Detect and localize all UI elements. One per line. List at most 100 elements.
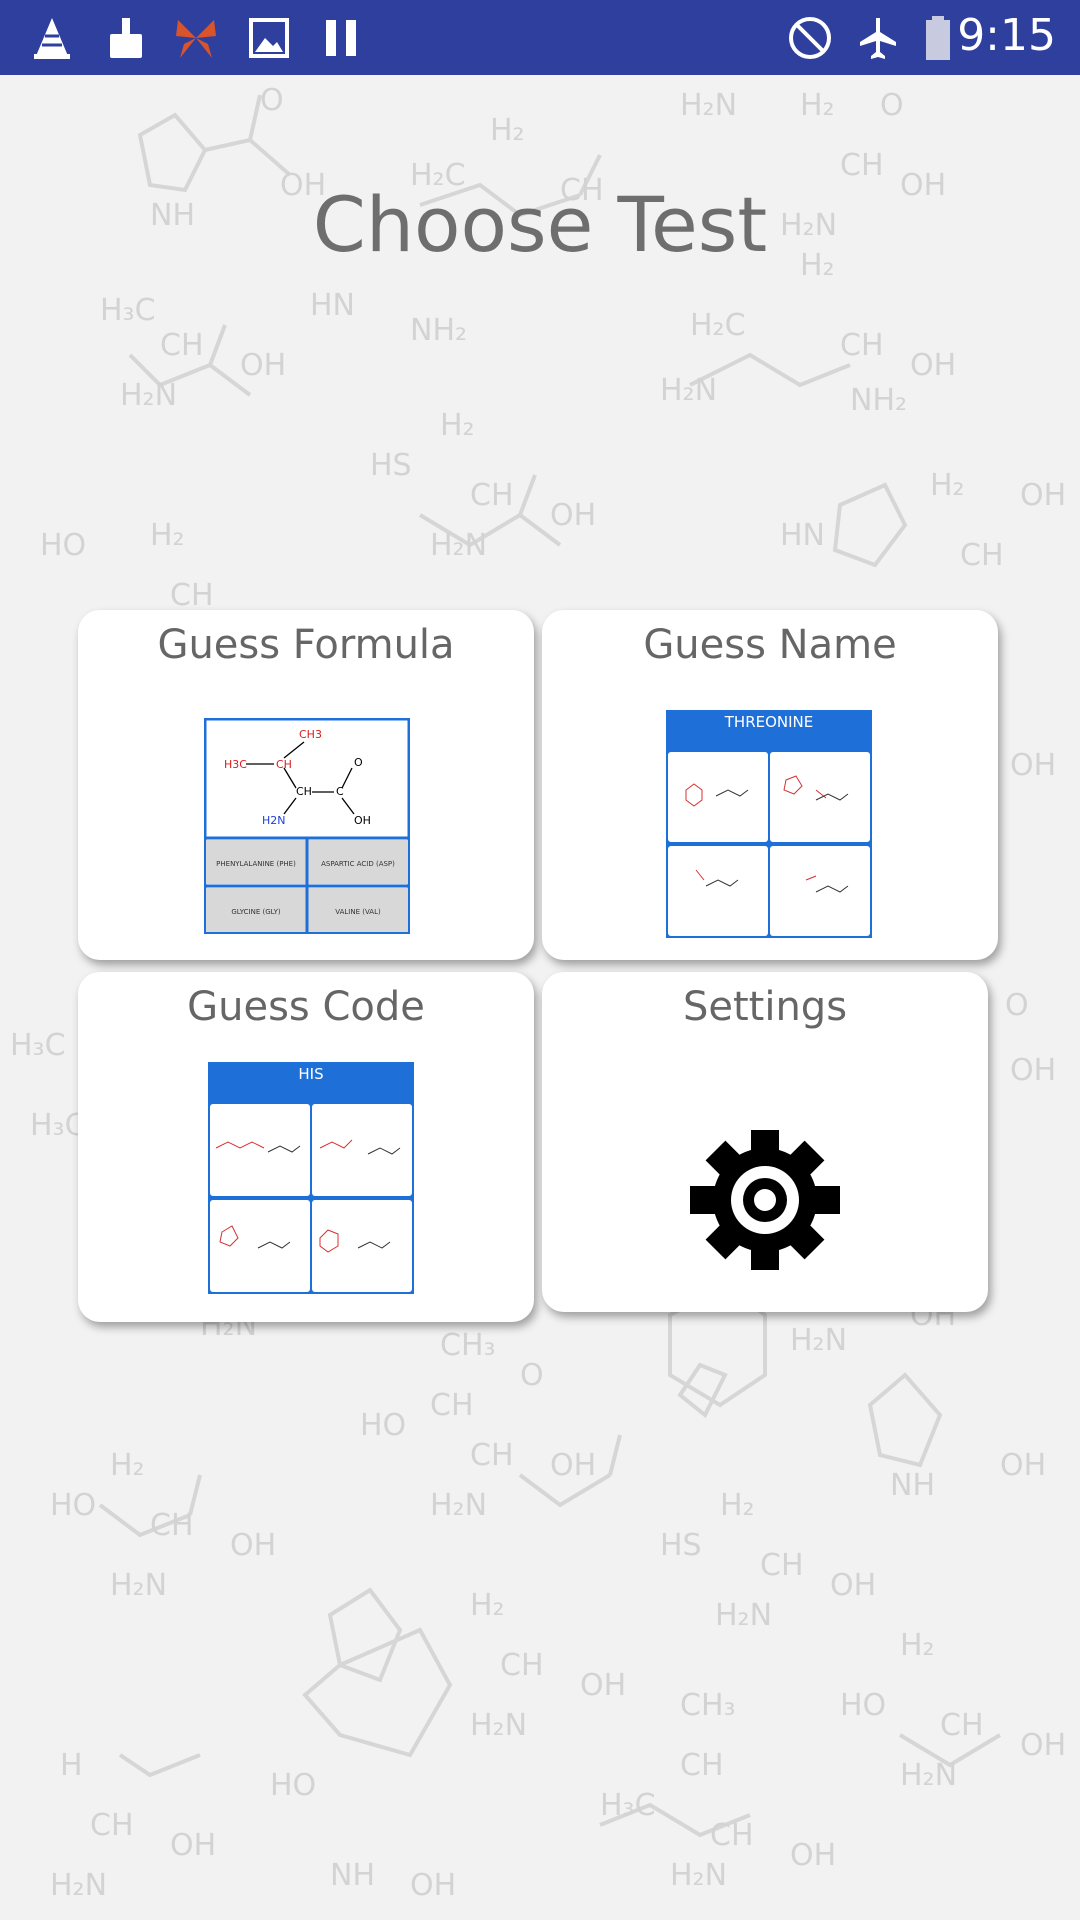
status-bar: 9:15 (0, 0, 1080, 75)
svg-text:H₂: H₂ (110, 1448, 145, 1483)
svg-text:H₂N: H₂N (470, 1708, 527, 1743)
svg-text:CH: CH (160, 328, 204, 363)
svg-text:O: O (520, 1358, 544, 1393)
svg-text:H₂: H₂ (800, 88, 835, 123)
gear-icon (690, 1130, 840, 1270)
svg-text:H₂N: H₂N (790, 1323, 847, 1358)
svg-text:CH: CH (170, 578, 214, 613)
page-title: Choose Test (312, 180, 768, 269)
option-label: PHENYLALANINE (PHE) (216, 860, 296, 868)
svg-text:CH: CH (150, 1508, 194, 1543)
svg-text:H₃C: H₃C (100, 293, 156, 328)
formula-label: OH (354, 814, 371, 827)
svg-text:CH₃: CH₃ (680, 1688, 736, 1723)
svg-text:OH: OH (900, 168, 946, 203)
svg-text:H₂: H₂ (930, 468, 965, 503)
vlc-icon (34, 18, 70, 59)
guess-name-thumbnail: THREONINE (666, 710, 872, 938)
svg-text:OH: OH (580, 1668, 626, 1703)
thumbnail-header: HIS (298, 1065, 323, 1083)
svg-text:H₂C: H₂C (690, 308, 746, 343)
formula-label: CH (276, 758, 292, 771)
formula-label: C (336, 785, 344, 798)
svg-text:H₂N: H₂N (430, 528, 487, 563)
svg-text:H₂: H₂ (470, 1588, 505, 1623)
svg-text:CH: CH (560, 173, 604, 208)
svg-text:OH: OH (240, 348, 286, 383)
guess-formula-thumbnail: CH3 H3C CH CH C O OH H2N PHENYLALANINE (… (204, 718, 410, 934)
svg-text:OH: OH (1010, 748, 1056, 783)
thumbnail-header: THREONINE (724, 713, 814, 731)
svg-text:H: H (60, 1748, 83, 1783)
settings-card[interactable]: Settings (542, 972, 988, 1312)
airplane-mode-icon (860, 18, 896, 59)
svg-text:HO: HO (40, 528, 86, 563)
svg-text:H₂: H₂ (490, 113, 525, 148)
svg-text:H₂: H₂ (440, 408, 475, 443)
svg-text:H₂N: H₂N (680, 88, 737, 123)
svg-text:HS: HS (370, 448, 412, 483)
svg-text:CH: CH (840, 328, 884, 363)
svg-text:HN: HN (780, 518, 825, 553)
svg-text:OH: OH (1010, 1053, 1056, 1088)
svg-text:H₂N: H₂N (900, 1758, 957, 1793)
formula-label: CH (296, 785, 312, 798)
svg-text:O: O (260, 83, 284, 118)
guess-formula-label: Guess Formula (157, 622, 455, 668)
guess-name-card[interactable]: Guess Name THREONINE (542, 610, 998, 960)
svg-text:CH: CH (940, 1708, 984, 1743)
svg-text:H₂N: H₂N (50, 1868, 107, 1903)
svg-text:CH: CH (680, 1748, 724, 1783)
svg-text:H₂: H₂ (720, 1488, 755, 1523)
svg-text:CH: CH (500, 1648, 544, 1683)
formula-label: O (354, 756, 363, 769)
svg-text:O: O (880, 88, 904, 123)
svg-text:H₂N: H₂N (660, 373, 717, 408)
option-label: ASPARTIC ACID (ASP) (321, 860, 395, 868)
butterfly-icon (176, 20, 216, 58)
svg-text:OH: OH (230, 1528, 276, 1563)
svg-text:OH: OH (170, 1828, 216, 1863)
formula-label: H3C (224, 758, 247, 771)
formula-label: CH3 (299, 728, 322, 741)
svg-text:HO: HO (840, 1688, 886, 1723)
svg-text:OH: OH (410, 1868, 456, 1903)
svg-text:OH: OH (910, 348, 956, 383)
cleaner-icon (110, 18, 142, 58)
formula-label: H2N (262, 814, 286, 827)
svg-text:CH: CH (960, 538, 1004, 573)
svg-text:H₃C: H₃C (10, 1028, 66, 1063)
svg-text:OH: OH (790, 1838, 836, 1873)
svg-text:H₂N: H₂N (430, 1488, 487, 1523)
svg-text:NH₂: NH₂ (850, 383, 907, 418)
svg-text:OH: OH (550, 1448, 596, 1483)
svg-text:HO: HO (360, 1408, 406, 1443)
guess-code-thumbnail: HIS (208, 1062, 414, 1294)
svg-text:CH: CH (470, 1438, 514, 1473)
svg-text:NH: NH (150, 198, 195, 233)
guess-code-card[interactable]: Guess Code HIS (78, 972, 534, 1322)
battery-icon (926, 16, 950, 60)
svg-text:NH₂: NH₂ (410, 313, 467, 348)
svg-text:H₂C: H₂C (410, 158, 466, 193)
svg-text:OH: OH (1000, 1448, 1046, 1483)
svg-text:H₂: H₂ (800, 248, 835, 283)
svg-text:HS: HS (660, 1528, 702, 1563)
guess-formula-card[interactable]: Guess Formula CH3 H3C CH CH C O OH H2N P… (78, 610, 534, 960)
guess-code-label: Guess Code (187, 984, 425, 1030)
svg-text:H₂N: H₂N (110, 1568, 167, 1603)
svg-text:H₂N: H₂N (715, 1598, 772, 1633)
svg-text:H₂: H₂ (900, 1628, 935, 1663)
pause-icon (326, 20, 356, 56)
svg-text:H₂N: H₂N (670, 1858, 727, 1893)
svg-text:CH: CH (90, 1808, 134, 1843)
svg-text:CH: CH (760, 1548, 804, 1583)
svg-text:OH: OH (830, 1568, 876, 1603)
svg-text:CH: CH (840, 148, 884, 183)
option-label: VALINE (VAL) (335, 908, 381, 916)
settings-label: Settings (682, 984, 848, 1030)
svg-text:HO: HO (50, 1488, 96, 1523)
do-not-disturb-icon (789, 17, 831, 59)
option-label: GLYCINE (GLY) (231, 908, 281, 916)
svg-text:NH: NH (330, 1858, 375, 1893)
